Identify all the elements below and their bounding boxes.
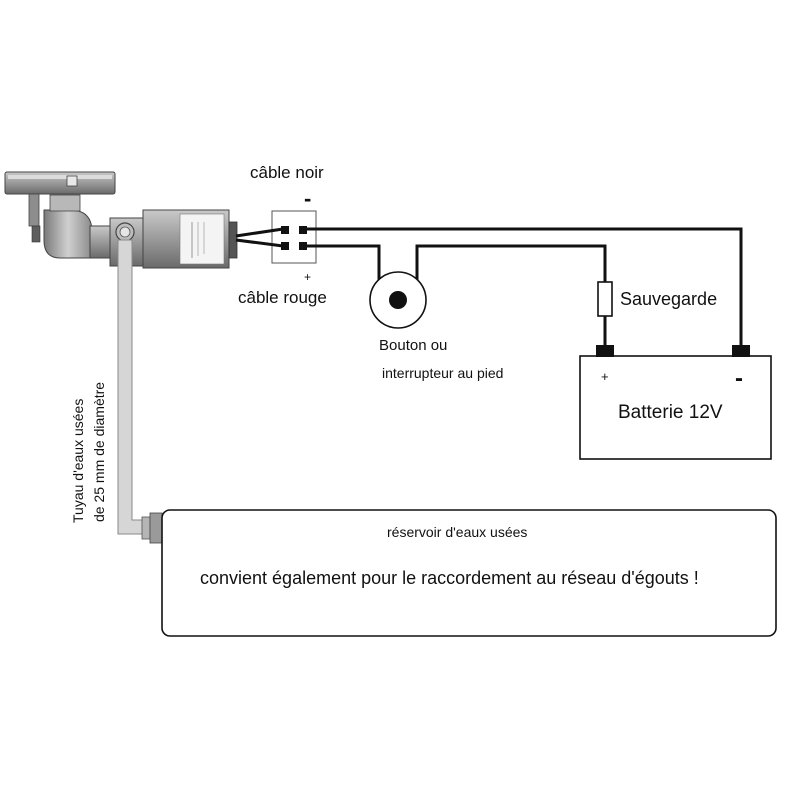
waste-pipe xyxy=(117,239,163,544)
waste-tank xyxy=(161,509,777,637)
macerator-pump-icon xyxy=(89,209,238,269)
label-bouton-line1: Bouton ou xyxy=(379,337,447,354)
wiring xyxy=(235,227,743,347)
label-cable-noir: câble noir xyxy=(250,163,324,182)
label-battery-minus: - xyxy=(735,365,743,392)
label-battery-plus: + xyxy=(601,369,609,384)
label-tank-title: réservoir d'eaux usées xyxy=(387,524,527,540)
wire-button-to-fuse xyxy=(415,244,607,282)
connector-block xyxy=(271,210,317,264)
fuse-icon xyxy=(597,281,613,317)
label-pipe-line1: Tuyau d'eaux usées xyxy=(70,399,86,523)
label-minus-top: - xyxy=(304,186,311,211)
label-sauvegarde: Sauvegarde xyxy=(620,289,717,309)
label-bouton-line2: interrupteur au pied xyxy=(382,365,503,381)
label-tank-text: convient également pour le raccordement … xyxy=(200,568,699,588)
wire-black xyxy=(306,227,743,347)
label-pipe-line2: de 25 mm de diamètre xyxy=(91,382,107,522)
label-batterie: Batterie 12V xyxy=(618,402,723,423)
label-plus-bottom: + xyxy=(304,270,311,284)
label-cable-rouge: câble rouge xyxy=(238,288,327,307)
battery-icon xyxy=(579,345,772,460)
wire-red-to-button xyxy=(306,244,381,280)
toilet-assembly-icon xyxy=(4,171,116,259)
push-button-icon xyxy=(369,271,427,329)
